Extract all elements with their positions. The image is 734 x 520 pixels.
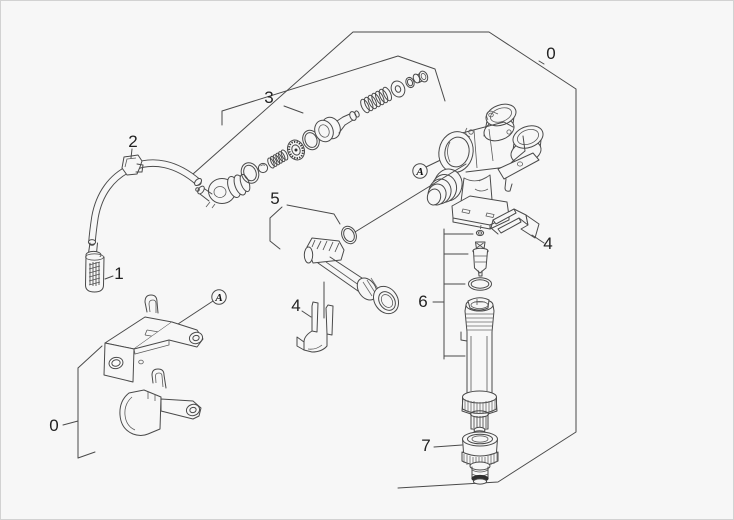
spring-small <box>267 149 289 169</box>
valve-ball <box>257 162 269 174</box>
callout-5[interactable]: 5 <box>270 189 279 208</box>
outlet-tube-group[interactable] <box>269 163 467 319</box>
pump-head-assembly[interactable] <box>426 100 546 230</box>
clip-left-leader <box>301 310 312 318</box>
hose-clip <box>121 154 144 176</box>
callout-2[interactable]: 2 <box>128 132 137 151</box>
assembly-outline <box>192 31 577 489</box>
callout-0-bottom[interactable]: 0 <box>49 416 58 435</box>
valve-cartridge-group[interactable] <box>195 70 430 209</box>
inlet-group-bracket <box>432 228 474 360</box>
o-ring <box>240 162 260 184</box>
callout-4-right[interactable]: 4 <box>543 234 552 253</box>
callout-1[interactable]: 1 <box>114 264 123 283</box>
o-ring <box>468 277 492 291</box>
filter-screen <box>88 261 101 286</box>
valve-disc <box>286 139 306 161</box>
suction-filter[interactable] <box>85 242 114 293</box>
stem-screen <box>473 416 487 428</box>
callout-7[interactable]: 7 <box>421 436 430 455</box>
mounting-bracket-lower <box>119 368 202 436</box>
piston <box>314 110 360 143</box>
accumulator-dome-right <box>510 125 544 164</box>
outlet-group-leader <box>354 163 467 233</box>
clip-right-leader <box>531 234 545 244</box>
callout-3[interactable]: 3 <box>264 88 273 107</box>
outlet-group-bracket <box>269 206 283 250</box>
outlet-tube <box>303 237 400 315</box>
suction-hose[interactable] <box>87 148 202 246</box>
check-valve <box>472 241 489 277</box>
valve-group-bracket <box>221 55 446 126</box>
callout-6[interactable]: 6 <box>418 292 427 311</box>
base-flange <box>451 195 510 230</box>
retaining-clip-right[interactable] <box>490 208 545 244</box>
inlet-cylinder <box>438 131 474 173</box>
inlet-valve-group[interactable] <box>432 228 498 430</box>
washer <box>390 80 406 98</box>
inlet-tube <box>460 297 498 430</box>
callout-0-top[interactable]: 0 <box>546 44 555 63</box>
inlet-coupling-rings <box>426 168 463 206</box>
coupling-leader <box>433 444 463 448</box>
seal-ring <box>475 229 485 237</box>
detail-a-bracket-label[interactable]: A <box>214 292 222 304</box>
mounting-bracket-upper <box>103 294 204 383</box>
hose-leader <box>130 148 133 159</box>
accumulator-dome-left <box>483 103 517 142</box>
callout-labels: 0 3 2 1 5 4 4 6 7 0 A A <box>49 44 555 455</box>
detail-a-pump-label[interactable]: A <box>415 166 423 178</box>
elbow-valve-body <box>195 173 251 209</box>
o-ring-small <box>405 76 415 89</box>
outlet-group-bracket-arm <box>286 204 341 225</box>
end-fitting <box>412 70 429 84</box>
callout-4-left[interactable]: 4 <box>291 296 300 315</box>
hose-coupling[interactable] <box>433 426 499 485</box>
mounting-bracket-group[interactable] <box>62 294 204 459</box>
detail-marker-a-bracket[interactable] <box>177 289 227 325</box>
retaining-clip-left[interactable] <box>296 301 334 353</box>
filter-leader <box>104 275 114 280</box>
collar-knurl <box>464 399 496 414</box>
flange-stud <box>480 224 482 230</box>
o-ring <box>341 225 357 245</box>
pump-body <box>461 110 540 192</box>
spring-large <box>360 86 393 114</box>
bracket-group-lines <box>62 345 103 459</box>
